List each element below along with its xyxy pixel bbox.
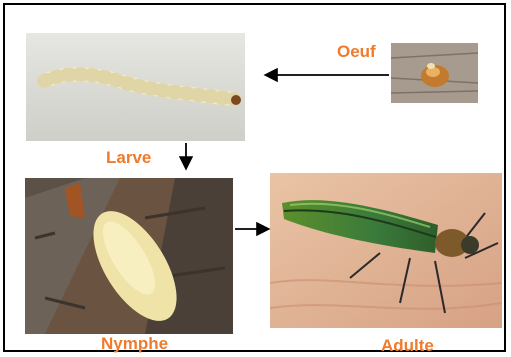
label-egg: Oeuf <box>337 42 376 62</box>
label-larva: Larve <box>106 148 151 168</box>
lifecycle-diagram: Oeuf Larve Nymphe Adulte <box>3 3 506 352</box>
label-adult: Adulte <box>381 336 434 356</box>
cycle-arrows <box>5 5 504 350</box>
label-pupa: Nymphe <box>101 334 168 354</box>
